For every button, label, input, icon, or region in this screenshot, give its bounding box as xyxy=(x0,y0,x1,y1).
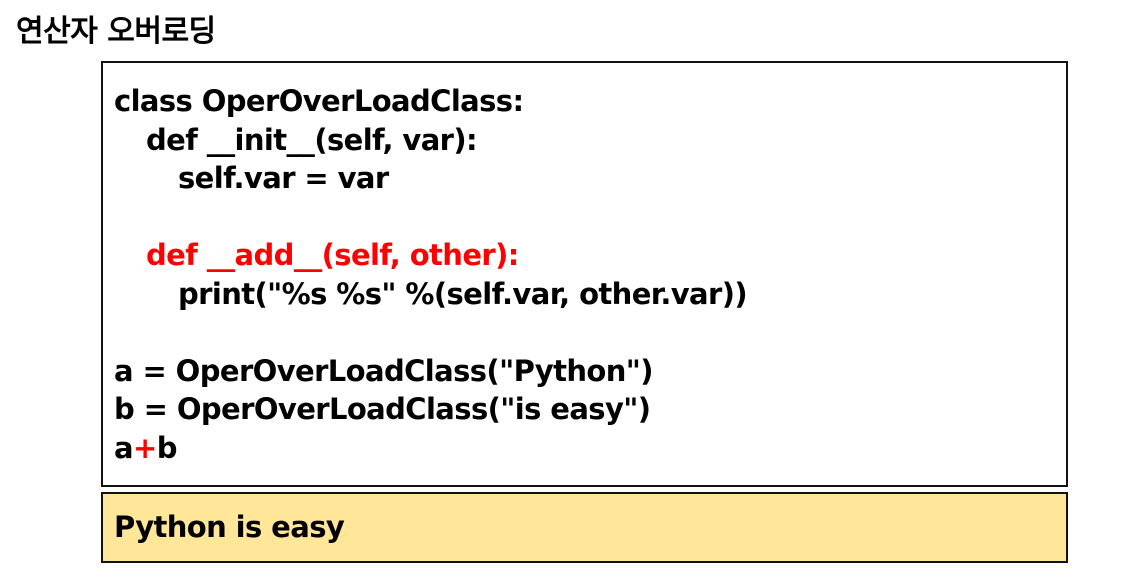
code-line-add-def: def __add__(self, other): xyxy=(146,238,519,272)
code-line-assign-var: self.var = var xyxy=(178,161,389,195)
code-line-blank xyxy=(114,198,747,237)
plus-operator: + xyxy=(132,430,157,465)
output-text: Python is easy xyxy=(114,510,345,544)
code-line-class-def: class OperOverLoadClass: xyxy=(114,84,524,118)
code-line-init-def: def __init__(self, var): xyxy=(146,122,478,157)
code-line-instance-b: b = OperOverLoadClass("is easy") xyxy=(114,392,651,426)
operand-b: b xyxy=(156,430,178,465)
code-block: class OperOverLoadClass: def __init__(se… xyxy=(101,61,1068,487)
code-line-blank xyxy=(114,313,747,352)
code-line-addition: a+b xyxy=(114,429,747,468)
operand-a: a xyxy=(114,430,134,465)
code-lines: class OperOverLoadClass: def __init__(se… xyxy=(114,82,748,468)
page-title: 연산자 오버로딩 xyxy=(16,14,216,49)
code-line-instance-a: a = OperOverLoadClass("Python") xyxy=(114,353,654,388)
output-block: Python is easy xyxy=(101,492,1068,563)
code-line-print: print("%s %s" %(self.var, other.var)) xyxy=(178,276,748,311)
